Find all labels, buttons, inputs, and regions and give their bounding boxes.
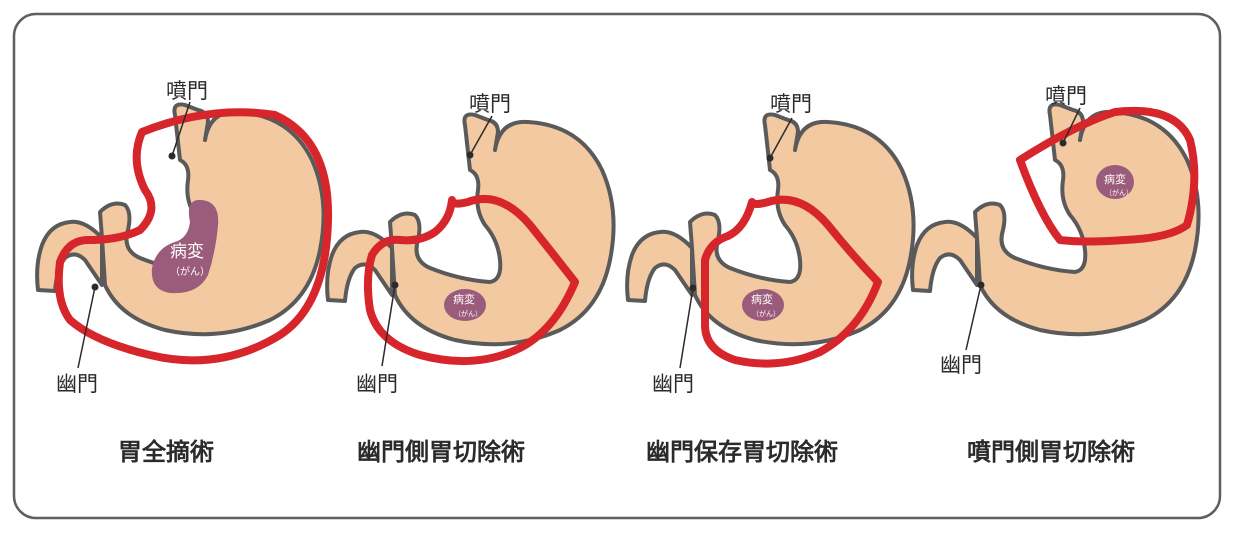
procedure-title: 胃全摘術 — [118, 438, 214, 466]
lesion-label: 病変 — [751, 292, 773, 306]
cardia-label: 噴門 — [166, 79, 208, 103]
pylorus-label: 幽門 — [56, 372, 98, 396]
pylorus-dot — [689, 284, 697, 292]
lesion-sublabel: （がん） — [1105, 188, 1133, 197]
procedure-title: 幽門保存胃切除術 — [646, 438, 838, 466]
cardia-dot — [1059, 139, 1067, 147]
lesion — [742, 289, 784, 321]
lesion — [151, 199, 219, 294]
frame-border — [12, 12, 1222, 520]
pylorus-leader — [679, 287, 694, 369]
pylorus-dot — [977, 281, 985, 289]
resection-line — [701, 195, 882, 368]
cardia-dot — [766, 154, 774, 162]
cardia-dot — [168, 152, 176, 160]
lesion — [444, 289, 486, 321]
panel-pylorus-preserving-gastrectomy — [625, 112, 916, 368]
lesion-sublabel: （がん） — [752, 309, 780, 318]
panel-distal-gastrectomy — [325, 112, 616, 366]
pylorus-label: 幽門 — [940, 353, 982, 377]
cardia-leader — [1062, 107, 1081, 144]
resection-line — [54, 108, 333, 365]
panel-proximal-gastrectomy — [910, 102, 1201, 337]
pylorus-label: 幽門 — [356, 372, 398, 396]
procedure-title: 噴門側胃切除術 — [967, 438, 1135, 466]
cardia-label: 噴門 — [469, 92, 511, 116]
lesion-label: 病変 — [1104, 172, 1126, 186]
resection-line — [363, 194, 579, 366]
cardia-dot — [466, 151, 474, 159]
pylorus-leader — [965, 284, 982, 351]
cardia-label: 噴門 — [770, 92, 812, 116]
lesion-label: 病変 — [453, 292, 475, 306]
panel-total-gastrectomy — [35, 102, 333, 365]
cardia-label: 噴門 — [1045, 84, 1087, 108]
lesion — [1096, 165, 1134, 199]
pylorus-label: 幽門 — [652, 372, 694, 396]
pylorus-leader — [77, 286, 96, 369]
lesion-sublabel: （がん） — [454, 309, 482, 318]
cardia-leader — [171, 101, 191, 157]
lesion-sublabel: （がん） — [170, 265, 210, 278]
cardia-leader — [769, 117, 793, 159]
pylorus-leader — [381, 284, 396, 367]
cardia-leader — [469, 115, 493, 156]
pylorus-dot — [91, 283, 99, 291]
resection-line — [1016, 106, 1199, 246]
pylorus-dot — [391, 281, 399, 289]
procedure-title: 幽門側胃切除術 — [357, 438, 525, 466]
lesion-label: 病変 — [170, 242, 204, 262]
